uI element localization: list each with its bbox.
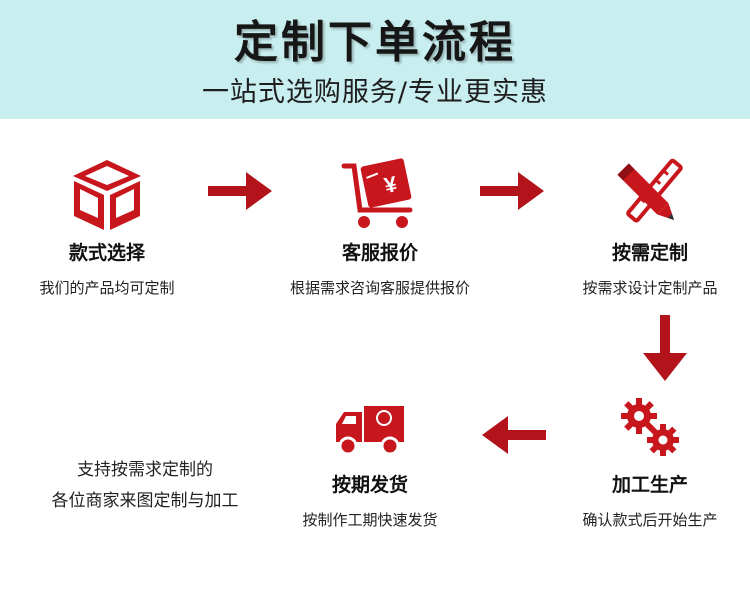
step-quote: ¥ 客服报价 根据需求咨询客服提供报价 [280, 150, 480, 310]
arrow-down-icon [643, 315, 687, 381]
step-style-selection: 款式选择 我们的产品均可定制 [7, 150, 207, 310]
step-desc: 根据需求咨询客服提供报价 [289, 279, 470, 297]
step-desc: 按需求设计定制产品 [582, 279, 718, 297]
page-title: 定制下单流程 [234, 17, 516, 68]
delivery-truck-icon [334, 400, 406, 462]
step-production: 加工生产 确认款式后开始生产 [550, 392, 750, 542]
step-desc: 我们的产品均可定制 [39, 279, 175, 297]
custom-note: 支持按需求定制的 各位商家来图定制与加工 [0, 455, 290, 517]
note-line-2: 各位商家来图定制与加工 [51, 491, 239, 511]
step-delivery: 按期发货 按制作工期快速发货 [270, 392, 470, 542]
step-custom-design: 按需定制 按需求设计定制产品 [550, 150, 750, 310]
step-name: 款式选择 [68, 242, 145, 264]
step-name: 按需定制 [611, 242, 688, 264]
arrow-left-icon [482, 416, 546, 454]
pencil-design-icon [610, 156, 690, 238]
arrow-right-icon [208, 172, 272, 210]
box-icon [71, 158, 143, 236]
invoice-cart-icon: ¥ [340, 158, 420, 236]
arrow-right-icon [480, 172, 544, 210]
step-desc: 确认款式后开始生产 [582, 511, 718, 529]
step-desc: 按制作工期快速发货 [302, 511, 438, 529]
page-subtitle: 一站式选购服务/专业更实惠 [201, 77, 549, 108]
step-name: 客服报价 [341, 242, 418, 264]
step-name: 加工生产 [611, 474, 688, 496]
gears-icon [615, 396, 685, 464]
step-name: 按期发货 [331, 474, 408, 496]
note-line-1: 支持按需求定制的 [77, 460, 213, 480]
header-banner: 定制下单流程 一站式选购服务/专业更实惠 [0, 0, 750, 119]
